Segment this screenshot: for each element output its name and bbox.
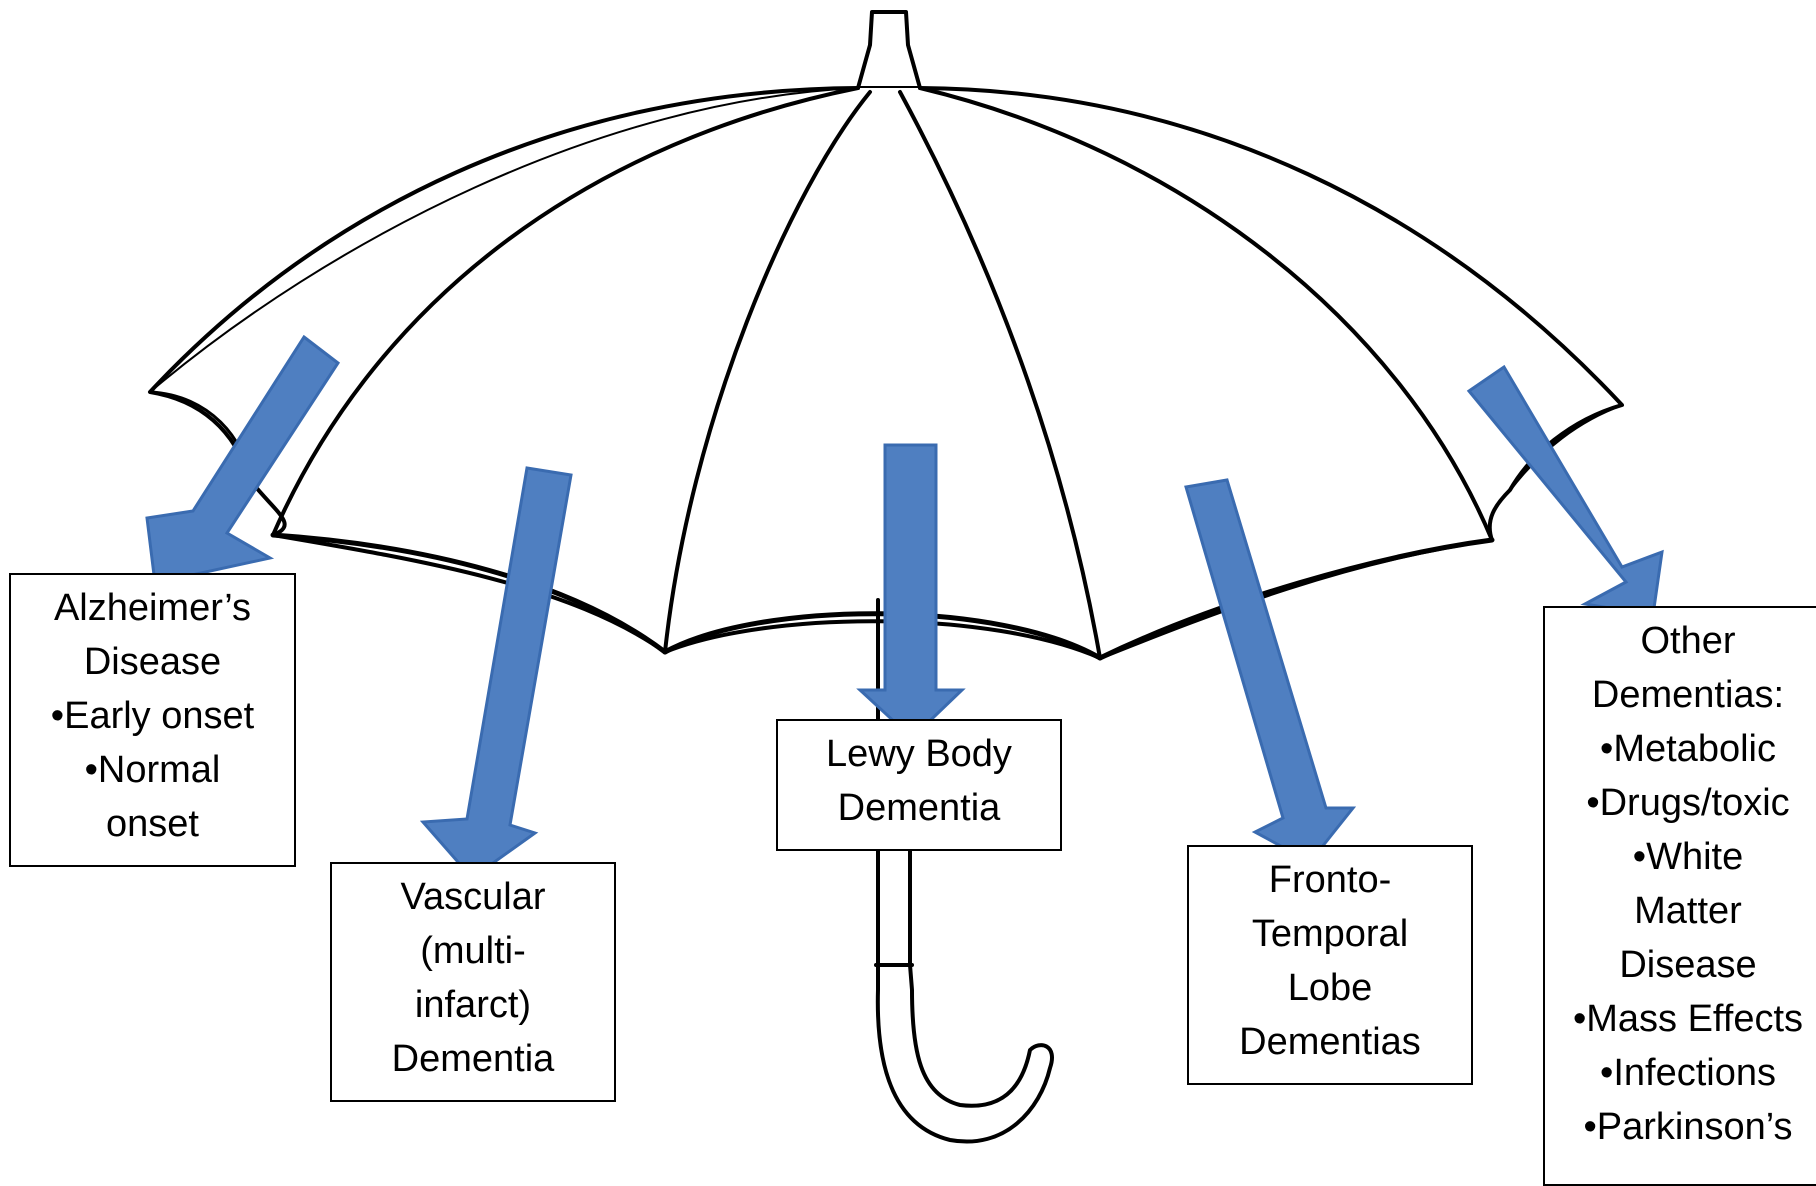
other-line: Other: [1640, 614, 1735, 668]
alzheimers-line: •Normal: [85, 743, 221, 797]
other-dementias-box: Other Dementias: •Metabolic •Drugs/toxic…: [1543, 606, 1816, 1186]
vascular-line: (multi-: [420, 924, 526, 978]
ftd-line: Lobe: [1288, 961, 1373, 1015]
lewy-line: Dementia: [838, 781, 1001, 835]
other-line: •Parkinson’s: [1583, 1100, 1792, 1154]
alzheimers-line: Alzheimer’s: [54, 581, 251, 635]
umbrella-handle: [878, 965, 1052, 1142]
other-line: •Drugs/toxic: [1586, 776, 1789, 830]
other-line: Disease: [1619, 938, 1756, 992]
alzheimers-box: Alzheimer’s Disease •Early onset •Normal…: [9, 573, 296, 867]
vascular-line: Vascular: [400, 870, 545, 924]
alzheimers-line: •Early onset: [51, 689, 254, 743]
other-line: Dementias:: [1592, 668, 1784, 722]
other-line: •Infections: [1600, 1046, 1776, 1100]
other-line: •Mass Effects: [1573, 992, 1803, 1046]
ftd-line: Temporal: [1252, 907, 1408, 961]
vascular-line: infarct): [415, 978, 531, 1032]
lewy-line: Lewy Body: [826, 727, 1012, 781]
vascular-dementia-box: Vascular (multi- infarct) Dementia: [330, 862, 616, 1102]
other-line: Matter: [1634, 884, 1742, 938]
frontotemporal-dementia-box: Fronto- Temporal Lobe Dementias: [1187, 845, 1473, 1085]
lewy-body-dementia-box: Lewy Body Dementia: [776, 719, 1062, 851]
ftd-line: Fronto-: [1269, 853, 1391, 907]
alzheimers-line: onset: [106, 797, 199, 851]
vascular-line: Dementia: [392, 1032, 555, 1086]
other-line: •Metabolic: [1600, 722, 1776, 776]
alzheimers-line: Disease: [84, 635, 221, 689]
other-line: •White: [1633, 830, 1743, 884]
ftd-line: Dementias: [1239, 1015, 1421, 1069]
umbrella-tip: [858, 12, 920, 88]
